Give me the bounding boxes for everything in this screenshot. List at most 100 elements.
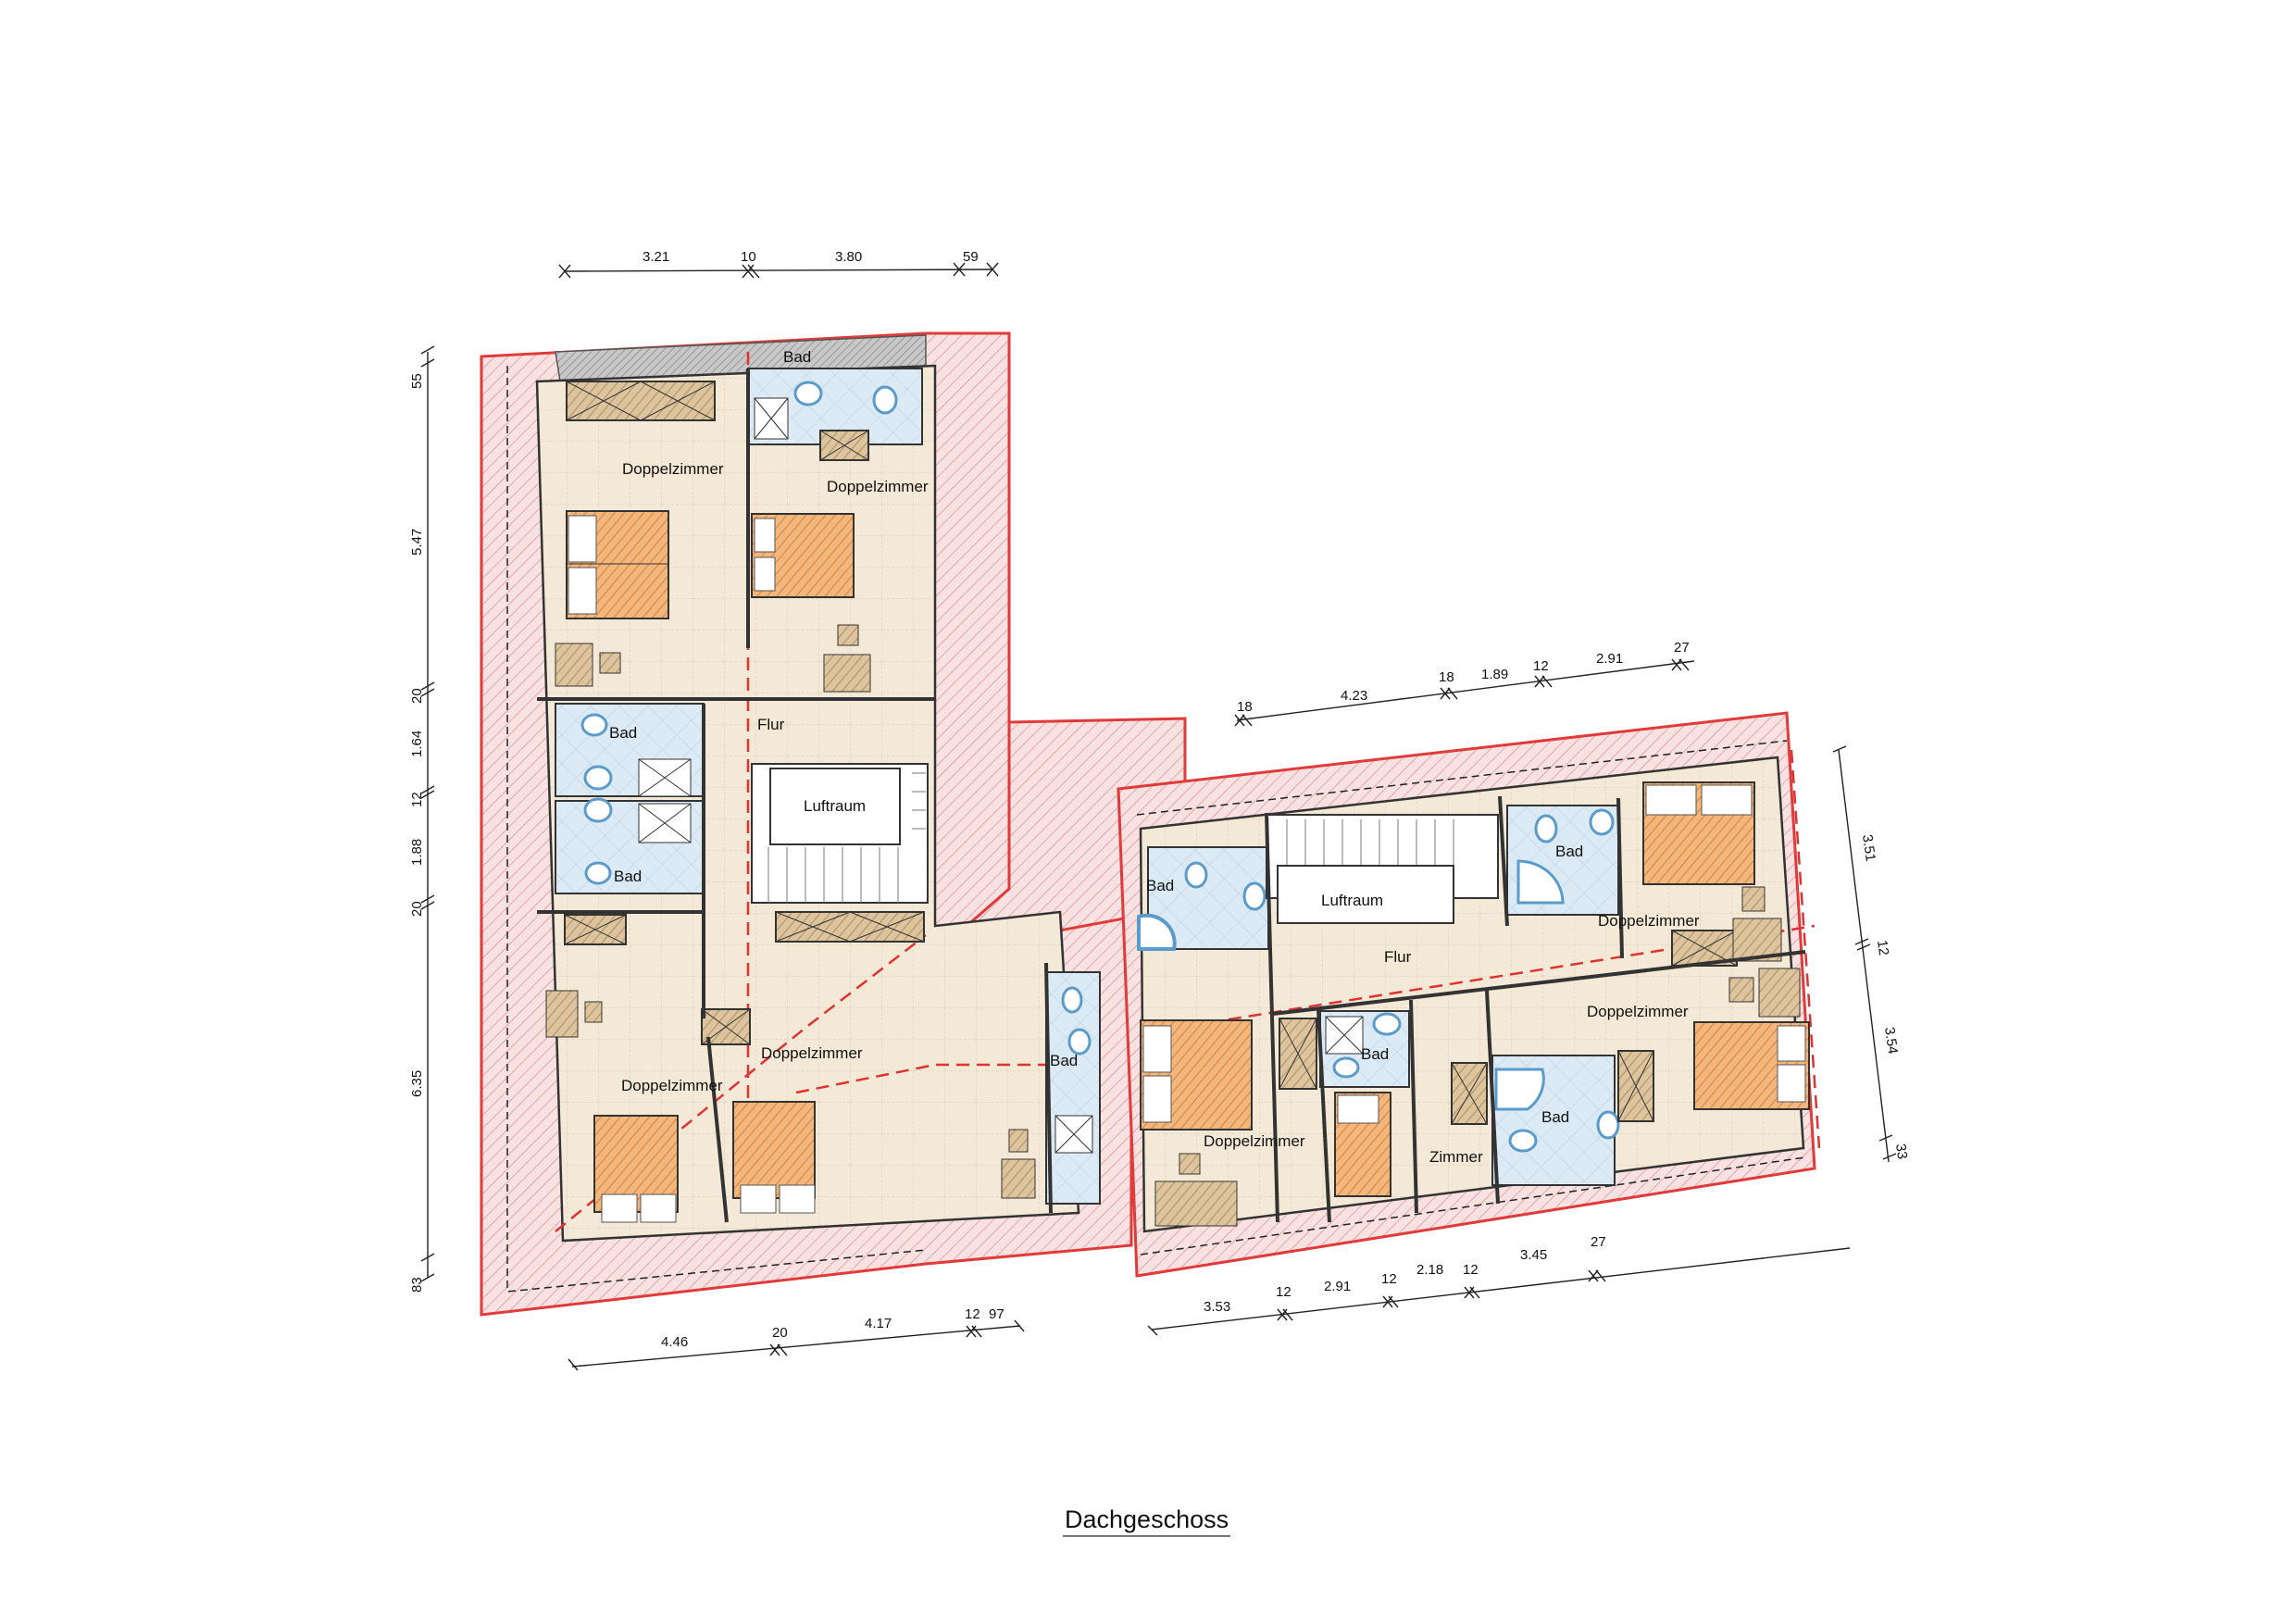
room-label: Bad — [614, 868, 642, 885]
svg-text:10: 10 — [741, 249, 756, 265]
toilet-icon — [1508, 1129, 1538, 1153]
wardrobe — [775, 911, 925, 943]
dimension-left-vertical-labels: 55 5.47 20 1.64 12 1.88 20 6.35 83 — [409, 373, 425, 1293]
svg-text:6.35: 6.35 — [409, 1070, 425, 1097]
svg-text:3.51: 3.51 — [1859, 833, 1878, 862]
luftraum-void — [1277, 865, 1454, 924]
dimension-bottom-right — [1147, 1247, 1851, 1336]
svg-text:18: 18 — [1439, 669, 1454, 685]
svg-text:55: 55 — [409, 373, 425, 389]
room-label: Doppelzimmer — [827, 478, 929, 495]
room-label: Bad — [609, 724, 637, 742]
sink-icon — [1242, 881, 1267, 911]
svg-text:20: 20 — [409, 901, 425, 917]
svg-text:83: 83 — [409, 1277, 425, 1293]
sink-icon — [793, 381, 823, 406]
toilet-icon — [1332, 1056, 1360, 1079]
toilet-icon — [1061, 986, 1083, 1014]
chair — [599, 652, 621, 674]
svg-text:2.91: 2.91 — [1324, 1279, 1351, 1294]
svg-text:12: 12 — [1874, 939, 1891, 956]
shower-icon — [1516, 859, 1565, 905]
sink-icon — [1067, 1028, 1092, 1056]
chair — [584, 1001, 603, 1023]
double-bed — [732, 1101, 816, 1199]
left-wing: Doppelzimmer Bad Doppelzimmer Bad Bad Fl… — [480, 331, 1187, 1317]
svg-text:27: 27 — [1591, 1234, 1606, 1250]
desk — [1001, 1158, 1036, 1199]
room-label: Doppelzimmer — [621, 1077, 723, 1094]
shower-icon — [1494, 1068, 1545, 1111]
dimension-bottom-left-labels: 4.46 20 4.17 12 97 — [661, 1306, 1004, 1350]
svg-text:3.21: 3.21 — [643, 249, 669, 265]
room-label: Luftraum — [804, 797, 866, 815]
svg-text:12: 12 — [1381, 1271, 1397, 1287]
right-wing: Bad Luftraum Flur Bad Doppelzimmer Doppe… — [1117, 711, 1821, 1278]
room-label: Zimmer — [1429, 1148, 1483, 1166]
svg-text:27: 27 — [1674, 640, 1690, 656]
desk — [1758, 968, 1801, 1018]
dimension-bottom-right-labels: 3.53 12 2.91 12 2.18 12 3.45 27 — [1204, 1234, 1606, 1315]
toilet-icon — [1184, 861, 1208, 889]
svg-text:3.53: 3.53 — [1204, 1299, 1230, 1315]
svg-text:33: 33 — [1892, 1143, 1910, 1160]
svg-text:12: 12 — [409, 792, 425, 807]
chair — [1741, 886, 1766, 912]
toilet-icon — [584, 861, 612, 885]
bathtub-icon — [1137, 913, 1177, 951]
dimension-top-left-labels: 3.21 10 3.80 59 — [643, 249, 979, 265]
luftraum-void — [769, 768, 901, 845]
room-label: Doppelzimmer — [622, 460, 724, 478]
svg-text:12: 12 — [965, 1306, 980, 1322]
svg-text:4.46: 4.46 — [661, 1334, 688, 1350]
svg-text:1.88: 1.88 — [409, 839, 425, 866]
toilet-icon — [1534, 814, 1558, 843]
chair — [1179, 1153, 1201, 1175]
drawing-title: Dachgeschoss — [1063, 1505, 1231, 1537]
svg-text:59: 59 — [963, 249, 979, 265]
svg-text:3.45: 3.45 — [1520, 1247, 1547, 1263]
svg-text:2.18: 2.18 — [1416, 1262, 1443, 1278]
svg-text:20: 20 — [772, 1325, 788, 1341]
desk — [823, 654, 871, 693]
dimension-top-right — [1234, 658, 1695, 727]
room-label: Bad — [783, 348, 811, 366]
sink-icon — [1596, 1110, 1620, 1140]
svg-text:12: 12 — [1276, 1284, 1292, 1300]
sink-icon — [1372, 1012, 1402, 1036]
svg-text:20: 20 — [409, 688, 425, 704]
room-label: Bad — [1146, 877, 1174, 894]
sink-icon — [583, 797, 613, 823]
svg-text:3.54: 3.54 — [1881, 1026, 1901, 1055]
svg-text:1.89: 1.89 — [1481, 667, 1508, 682]
desk — [545, 990, 579, 1038]
chair — [837, 624, 859, 646]
svg-text:18: 18 — [1237, 699, 1253, 715]
room-label: Doppelzimmer — [761, 1044, 863, 1062]
dimension-left-vertical — [420, 345, 435, 1282]
desk — [1154, 1181, 1238, 1227]
svg-text:4.23: 4.23 — [1341, 688, 1367, 704]
room-label: Doppelzimmer — [1598, 912, 1700, 930]
chair — [1008, 1129, 1029, 1153]
svg-text:1.64: 1.64 — [409, 731, 425, 757]
svg-text:97: 97 — [989, 1306, 1004, 1322]
toilet-icon — [580, 713, 608, 737]
svg-text:5.47: 5.47 — [409, 529, 425, 556]
sink-icon — [583, 765, 613, 791]
dimension-top-right-labels: 18 4.23 18 1.89 12 2.91 27 — [1237, 640, 1690, 715]
toilet-icon — [872, 385, 898, 415]
svg-text:12: 12 — [1463, 1262, 1479, 1278]
wardrobe — [566, 381, 716, 421]
room-label: Doppelzimmer — [1204, 1132, 1305, 1150]
svg-text:3.80: 3.80 — [835, 249, 862, 265]
dimension-top-left — [558, 262, 999, 279]
room-label: Flur — [1384, 948, 1412, 966]
room-label: Doppelzimmer — [1587, 1003, 1689, 1020]
room-label: Bad — [1555, 843, 1583, 860]
sink-icon — [1589, 808, 1615, 836]
dimension-right-vertical-labels: 3.51 12 3.54 33 — [1859, 833, 1910, 1160]
svg-text:12: 12 — [1533, 658, 1549, 674]
chair — [1728, 977, 1754, 1003]
